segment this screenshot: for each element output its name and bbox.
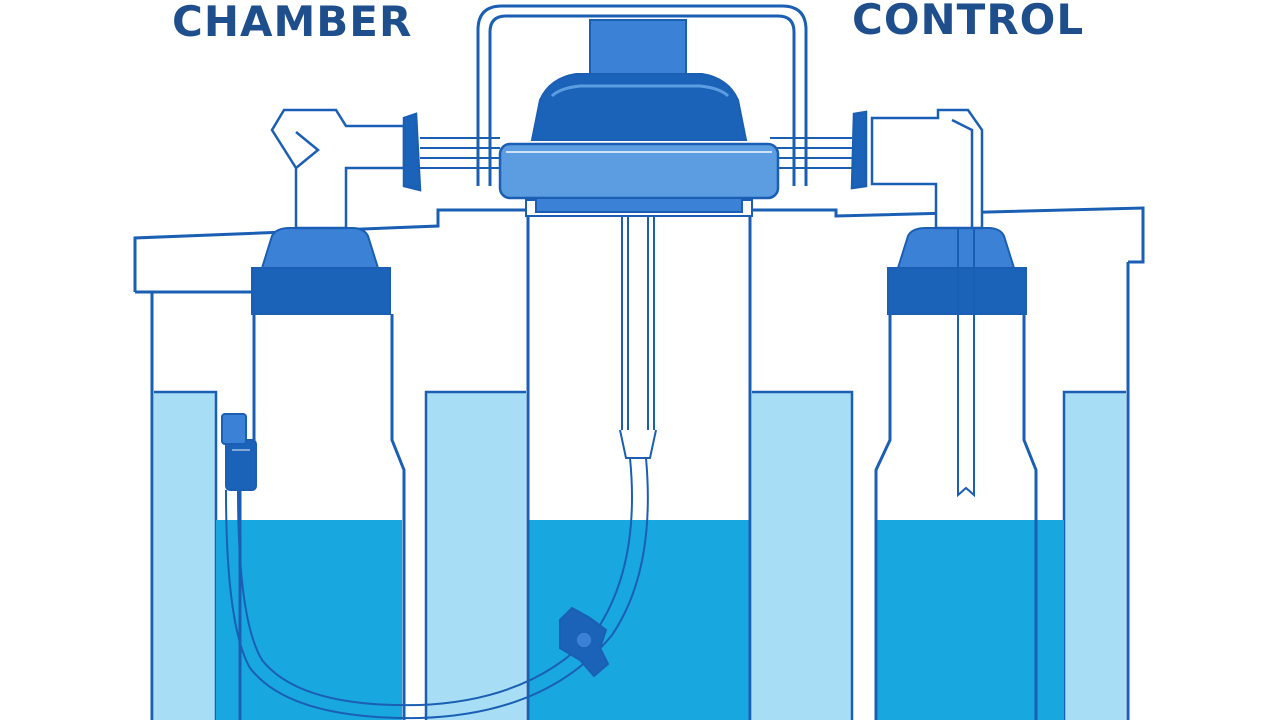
left-bottle-cap-top	[260, 227, 380, 269]
center-top-block	[589, 19, 687, 79]
center-drop-tube	[619, 216, 657, 459]
right-dip-tube	[957, 200, 975, 498]
left-connecting-tubes	[420, 137, 500, 169]
stopcock-valve-icon	[559, 606, 610, 678]
center-cap-assembly	[498, 19, 780, 213]
right-elbow-fitting	[850, 108, 984, 230]
tube-connector-icon	[221, 413, 257, 491]
center-dome-cap	[530, 73, 748, 141]
right-bottle-cap-top	[896, 227, 1016, 269]
tank-housing	[133, 206, 1145, 720]
flexible-tubing	[225, 457, 649, 720]
center-handle-frame	[476, 4, 808, 186]
control-label: CONTROL	[852, 0, 1084, 44]
left-bottle	[238, 227, 406, 720]
left-elbow-fitting	[270, 108, 422, 230]
chamber-label: CHAMBER	[172, 0, 412, 46]
right-connecting-tubes	[770, 137, 852, 169]
left-bottle-cap-base	[251, 267, 391, 315]
tank-water-light	[154, 392, 1126, 720]
water-level-dark	[216, 520, 1064, 720]
right-bottle	[874, 200, 1038, 720]
